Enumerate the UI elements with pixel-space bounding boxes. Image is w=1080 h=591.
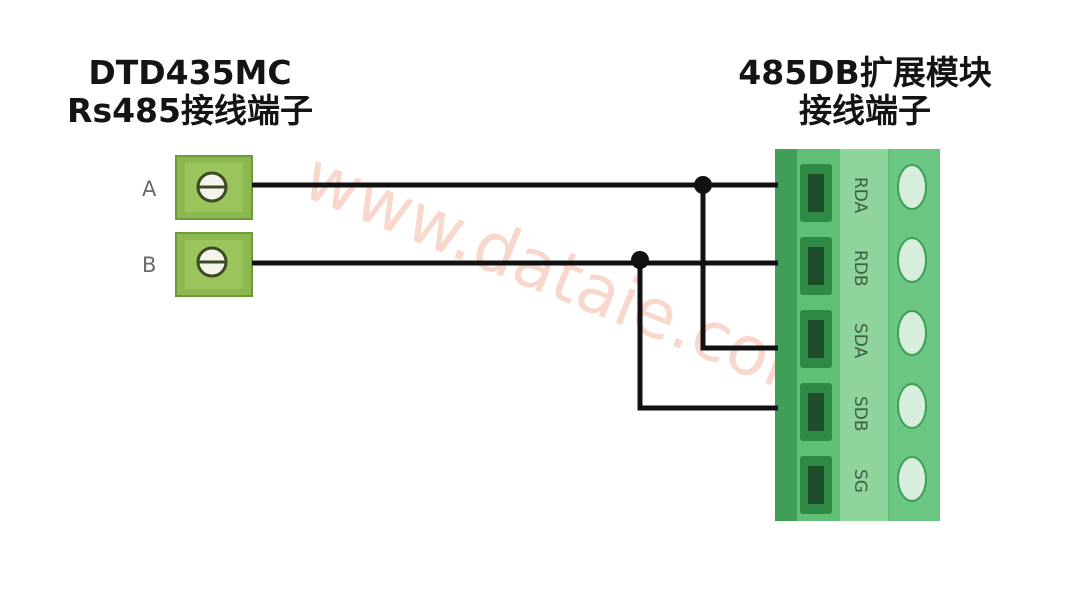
- terminal-b: [175, 232, 253, 297]
- junction-dot-b: [631, 251, 649, 269]
- pin-label-sdb: SDB: [850, 396, 870, 432]
- right-title-line2: 接线端子: [799, 91, 931, 130]
- wires: [252, 182, 778, 411]
- right-module-title: 485DB扩展模块 接线端子: [710, 54, 1020, 130]
- pin-label-rdb: RDB: [850, 250, 870, 287]
- right-title-line1: 485DB扩展模块: [738, 53, 992, 92]
- pin-label-sg: SG: [850, 469, 870, 493]
- junction-dot-a: [694, 176, 712, 194]
- left-title-line1: DTD435MC: [88, 53, 292, 92]
- terminal-label-a: A: [142, 177, 157, 201]
- wire-b-to-sdb: [637, 263, 778, 411]
- terminal-a: [175, 155, 253, 220]
- left-module-title: DTD435MC Rs485接线端子: [40, 54, 340, 130]
- left-title-line2: Rs485接线端子: [67, 91, 313, 130]
- expansion-module-connector: RDA RDB SDA SDB SG: [775, 149, 940, 521]
- pin-label-rda: RDA: [850, 177, 870, 214]
- terminal-label-b: B: [142, 253, 156, 277]
- pin-slots: [800, 164, 832, 514]
- pin-screws: [897, 164, 927, 502]
- watermark: www.dataie.com: [293, 137, 845, 421]
- pin-label-sda: SDA: [850, 323, 870, 359]
- wire-a-to-sda: [700, 185, 778, 351]
